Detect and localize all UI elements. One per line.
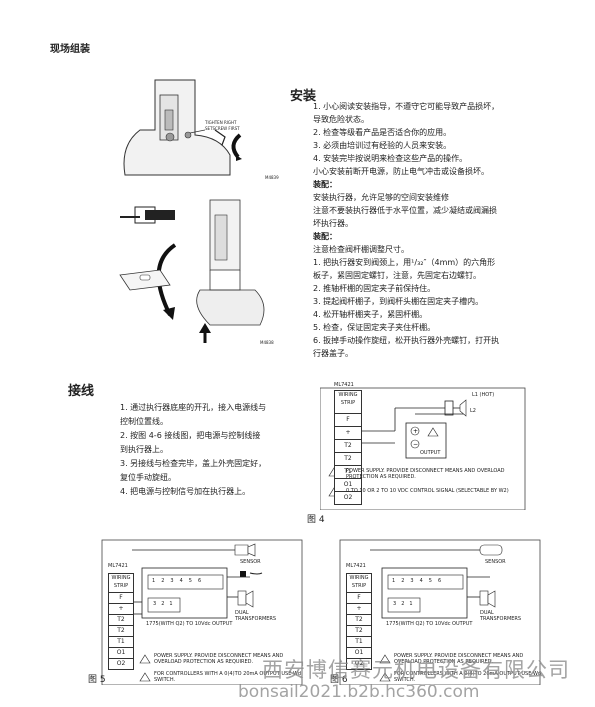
fig6-ctrl-label: 1775(WITH Q2) TO 10Vdc OUTPUT: [386, 621, 473, 627]
figure-4: ML7421 + − WIRING STRIP F + T2 T2 T1 O1 …: [320, 378, 530, 510]
fig4-caption: 图 4: [307, 515, 325, 525]
actuator-rotate-figure: [119, 199, 265, 343]
fig6-top-nums: 123456: [392, 578, 448, 584]
fig6-model: ML7421: [346, 563, 366, 569]
fig5-sensor: SENSOR: [240, 559, 261, 565]
fig6-sensor: SENSOR: [485, 559, 506, 565]
fig6-bot-nums: 321: [393, 601, 418, 607]
fig4-l1: L1 (HOT): [472, 392, 495, 398]
fig5-caption: 图 5: [88, 675, 106, 685]
figure-code-2: M4838: [260, 340, 274, 345]
svg-text:+: +: [413, 428, 418, 435]
wiring-instructions: 1. 通过执行器底座的开孔，接入电源线与 控制位置线。 2. 按图 4-6 接线…: [120, 403, 267, 496]
tighten-note: TIGHTEN RIGHT SETSCREW FIRST: [205, 120, 240, 131]
fig4-note1: POWER SUPPLY. PROVIDE DISCONNECT MEANS A…: [346, 468, 505, 480]
fig6-note2: FOR CONTROLLERS WITH A 0(4)TO 20mA OUTPU…: [394, 671, 542, 683]
fig5-bot-nums: 321: [153, 601, 178, 607]
watermark-url: bonsail2021.b2b.hc360.com: [238, 682, 480, 702]
fig5-ctrl-label: 1775(WITH Q2) TO 10Vdc OUTPUT: [146, 621, 233, 627]
wiring-heading: 接线: [68, 384, 95, 399]
fig4-l2: L2: [470, 408, 476, 414]
fig4-wiring-strip: WIRING STRIP F + T2 T2 T1 O1 O2: [334, 390, 362, 505]
fig5-dual: DUAL TRANSFORMERS: [235, 610, 277, 622]
fig4-output: OUTPUT: [420, 450, 441, 456]
fig5-model: ML7421: [108, 563, 128, 569]
watermark-company: 西安博信赛元机电设备有限公司: [262, 658, 570, 682]
figure-5: ML7421 WIRING STRIP F + T2 T2 T1 O1 O2 1…: [90, 535, 305, 685]
install-instructions: 1. 小心阅读安装指导，不遵守它可能导致产品损坏， 导致危险状态。 2. 检查等…: [313, 102, 500, 358]
svg-text:−: −: [413, 441, 418, 448]
fig5-note1: POWER SUPPLY. PROVIDE DISCONNECT MEANS A…: [154, 653, 284, 665]
actuator-tighten-figure: [123, 79, 242, 176]
fig4-model: ML7421: [334, 382, 354, 388]
install-heading: 安装: [290, 89, 317, 104]
fig4-note2: 0 TO 10 OR 2 TO 10 VDC CONTROL SIGNAL (S…: [346, 488, 509, 494]
page-heading: 现场组装: [50, 44, 90, 55]
fig6-dual: DUAL TRANSFORMERS: [480, 610, 522, 622]
fig5-top-nums: 123456: [152, 578, 208, 584]
fig5-note2: FOR CONTROLLERS WITH A 0(4)TO 20mA OUTPU…: [154, 671, 302, 683]
fig6-note1: POWER SUPPLY. PROVIDE DISCONNECT MEANS A…: [394, 653, 524, 665]
fig6-caption: 图 6: [330, 675, 348, 685]
fig5-wiring-strip: WIRING STRIP F + T2 T2 T1 O1 O2: [108, 573, 134, 670]
figure-code: M4839: [265, 175, 279, 180]
fig6-wiring-strip: WIRING STRIP F + T2 T2 T1 O1 O2: [346, 573, 372, 670]
figure-6: ML7421 WIRING STRIP F + T2 T2 T1 O1 O2 1…: [330, 535, 545, 685]
